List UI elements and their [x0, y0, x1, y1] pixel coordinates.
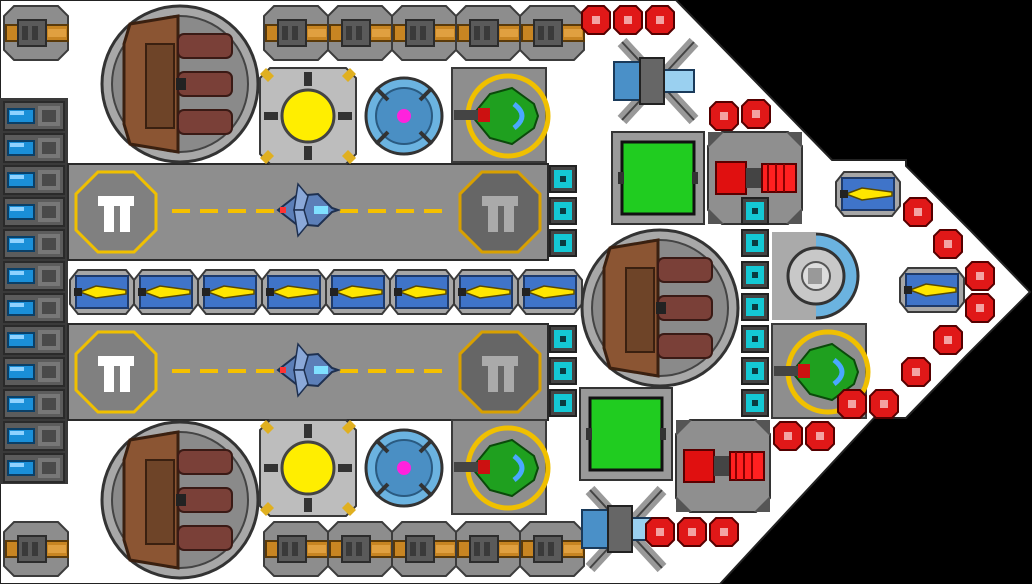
launch-pad-icon	[458, 170, 542, 254]
launch-pad-icon	[74, 170, 158, 254]
red-thruster-icon[interactable]	[675, 419, 771, 513]
missile-icon[interactable]	[899, 267, 965, 313]
green-bay-icon[interactable]	[610, 130, 706, 226]
orange-gun-icon[interactable]	[3, 521, 69, 577]
missile-icon[interactable]	[325, 269, 391, 315]
engine-icon[interactable]	[3, 197, 65, 227]
orange-gun-icon[interactable]	[455, 5, 521, 61]
engine-icon[interactable]	[3, 133, 65, 163]
reactor-icon[interactable]	[258, 66, 358, 166]
missile-icon[interactable]	[389, 269, 455, 315]
lane-marking	[172, 209, 442, 213]
missile-icon[interactable]	[133, 269, 199, 315]
triple-cannon-icon[interactable]	[100, 420, 260, 580]
engine-icon[interactable]	[3, 229, 65, 259]
engine-icon[interactable]	[3, 357, 65, 387]
engine-icon[interactable]	[3, 421, 65, 451]
shield-generator-icon[interactable]	[364, 428, 444, 508]
red-node-icon[interactable]	[933, 325, 963, 355]
orange-gun-icon[interactable]	[263, 5, 329, 61]
red-node-icon[interactable]	[901, 357, 931, 387]
red-node-icon[interactable]	[933, 229, 963, 259]
red-node-icon[interactable]	[869, 389, 899, 419]
engine-icon[interactable]	[3, 325, 65, 355]
shield-generator-icon[interactable]	[364, 76, 444, 156]
launch-pad-icon	[458, 330, 542, 414]
orange-gun-icon[interactable]	[263, 521, 329, 577]
engine-icon[interactable]	[3, 165, 65, 195]
missile-icon[interactable]	[261, 269, 327, 315]
cyan-node-icon[interactable]	[549, 229, 577, 257]
red-node-icon[interactable]	[805, 421, 835, 451]
orange-gun-icon[interactable]	[519, 521, 585, 577]
triple-cannon-icon[interactable]	[580, 228, 740, 388]
red-node-icon[interactable]	[645, 517, 675, 547]
orange-gun-icon[interactable]	[391, 521, 457, 577]
red-node-icon[interactable]	[709, 101, 739, 131]
missile-icon[interactable]	[453, 269, 519, 315]
triple-cannon-icon[interactable]	[100, 4, 260, 164]
engine-icon[interactable]	[3, 389, 65, 419]
red-node-icon[interactable]	[741, 99, 771, 129]
cyan-node-icon[interactable]	[741, 293, 769, 321]
red-node-icon[interactable]	[837, 389, 867, 419]
orange-gun-icon[interactable]	[3, 5, 69, 61]
orange-gun-icon[interactable]	[391, 5, 457, 61]
red-node-icon[interactable]	[677, 517, 707, 547]
cyan-node-icon[interactable]	[741, 197, 769, 225]
engine-icon[interactable]	[3, 453, 65, 483]
lane-marking	[172, 369, 442, 373]
red-node-icon[interactable]	[581, 5, 611, 35]
sensor-dome-icon[interactable]	[770, 230, 860, 322]
launch-pad-icon	[74, 330, 158, 414]
cyan-node-icon[interactable]	[549, 357, 577, 385]
red-node-icon[interactable]	[709, 517, 739, 547]
red-node-icon[interactable]	[773, 421, 803, 451]
red-node-icon[interactable]	[903, 197, 933, 227]
cyan-node-icon[interactable]	[549, 197, 577, 225]
red-node-icon[interactable]	[965, 261, 995, 291]
missile-icon[interactable]	[517, 269, 583, 315]
hangar-upper[interactable]	[67, 163, 549, 261]
engine-icon[interactable]	[3, 101, 65, 131]
cyan-node-icon[interactable]	[741, 261, 769, 289]
reactor-icon[interactable]	[258, 418, 358, 518]
missile-icon[interactable]	[69, 269, 135, 315]
cockpit-icon[interactable]	[452, 420, 548, 514]
engine-icon[interactable]	[3, 293, 65, 323]
missile-icon[interactable]	[835, 171, 901, 217]
cyan-node-icon[interactable]	[549, 389, 577, 417]
missile-icon[interactable]	[197, 269, 263, 315]
cyan-node-icon[interactable]	[741, 229, 769, 257]
red-node-icon[interactable]	[613, 5, 643, 35]
cyan-node-icon[interactable]	[741, 357, 769, 385]
red-node-icon[interactable]	[965, 293, 995, 323]
cockpit-icon[interactable]	[452, 68, 548, 162]
cyan-node-icon[interactable]	[549, 325, 577, 353]
green-bay-icon[interactable]	[578, 386, 674, 482]
engine-bank	[0, 98, 68, 484]
orange-gun-icon[interactable]	[519, 5, 585, 61]
hangar-lower[interactable]	[67, 323, 549, 421]
red-node-icon[interactable]	[645, 5, 675, 35]
cyan-node-icon[interactable]	[741, 325, 769, 353]
orange-gun-icon[interactable]	[455, 521, 521, 577]
engine-icon[interactable]	[3, 261, 65, 291]
orange-gun-icon[interactable]	[327, 521, 393, 577]
cyan-node-icon[interactable]	[741, 389, 769, 417]
orange-gun-icon[interactable]	[327, 5, 393, 61]
cyan-node-icon[interactable]	[549, 165, 577, 193]
